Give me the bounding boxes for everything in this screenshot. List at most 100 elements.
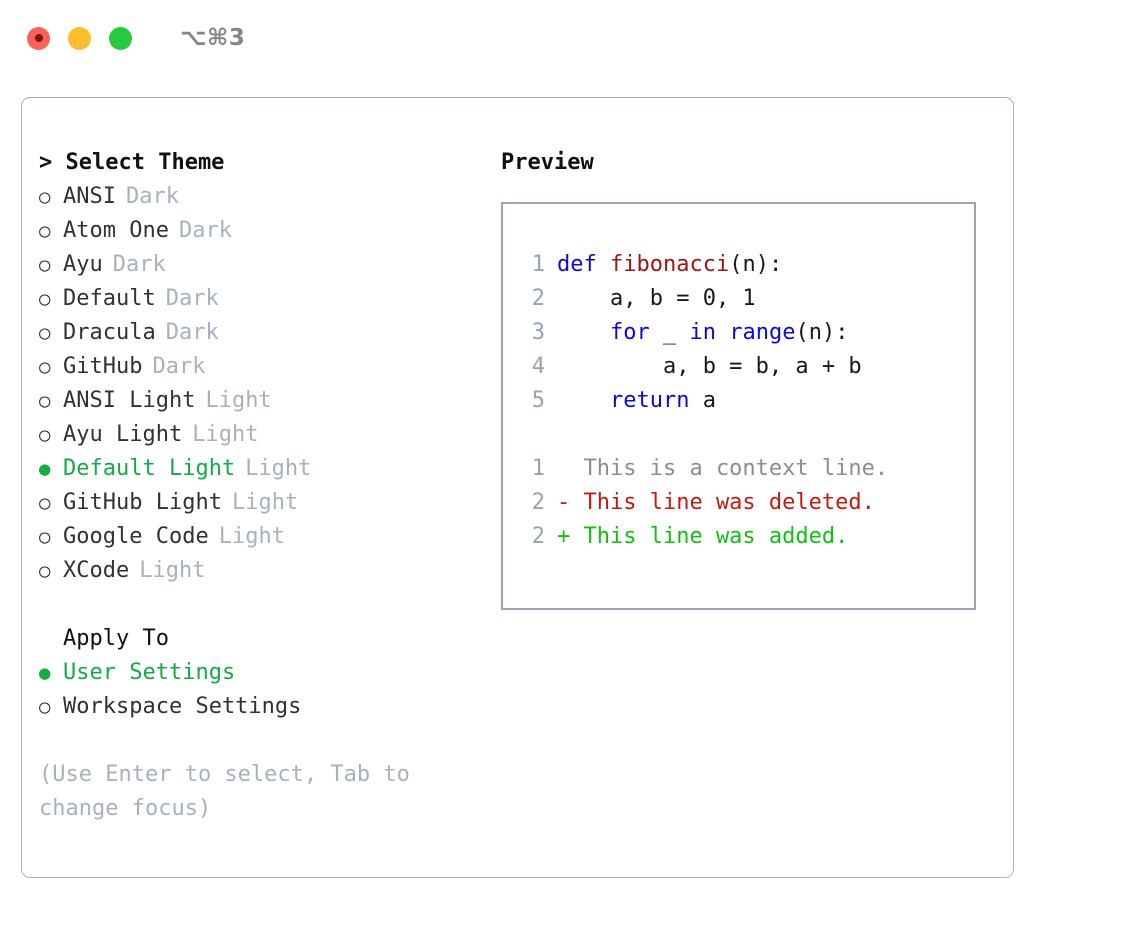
diff-line-number: 2	[531, 490, 545, 515]
radio-unselected-icon[interactable]: ○	[39, 424, 51, 446]
code-line: 5 return a	[517, 384, 966, 418]
zoom-button-icon[interactable]	[109, 26, 132, 50]
diff-line-text-context: This is a context line.	[557, 456, 889, 481]
diff-sample: 1 This is a context line. 2 - This line wa…	[517, 452, 966, 554]
close-inner-dot	[34, 34, 43, 42]
theme-category-label: Light	[245, 456, 312, 481]
theme-name-label: Default Light	[63, 456, 236, 481]
radio-unselected-icon[interactable]: ○	[39, 322, 51, 344]
code-token-plain	[557, 320, 610, 345]
window-controls	[27, 26, 132, 50]
code-line-text: for _ in range(n):	[557, 316, 848, 350]
theme-category-label: Light	[192, 422, 259, 447]
theme-category-label: Dark	[112, 252, 166, 277]
radio-unselected-icon[interactable]: ○	[39, 492, 51, 514]
code-token-plain	[716, 320, 729, 345]
code-line-number: 4	[531, 354, 545, 379]
theme-list-item[interactable]: ○ Ayu Dark	[39, 248, 489, 282]
theme-category-label: Light	[205, 388, 272, 413]
code-token-kw: range	[729, 320, 796, 345]
code-line: 3 for _ in range(n):	[517, 316, 966, 350]
diff-line: 2 - This line was deleted.	[517, 486, 966, 520]
theme-name-label: Ayu Light	[63, 422, 183, 447]
radio-unselected-icon[interactable]: ○	[39, 560, 51, 582]
theme-category-label: Light	[139, 558, 206, 583]
diff-line-number: 2	[531, 524, 545, 549]
select-theme-header: > Select Theme	[39, 150, 225, 175]
theme-name-label: XCode	[63, 558, 130, 583]
apply-to-item[interactable]: ○ Workspace Settings	[39, 690, 489, 724]
code-token-plain	[557, 388, 610, 413]
code-line-text: return a	[557, 384, 716, 418]
radio-unselected-icon[interactable]: ○	[39, 526, 51, 548]
code-token-plain: a, b = 0, 1	[557, 286, 756, 311]
code-token-plain: (n):	[729, 252, 783, 277]
diff-line-text-add: + This line was added.	[557, 524, 849, 549]
close-button-icon[interactable]	[27, 26, 50, 50]
theme-category-label: Light	[231, 490, 299, 515]
code-line-number: 2	[531, 286, 545, 311]
code-token-fn: fibonacci	[609, 252, 730, 277]
theme-list-item[interactable]: ○ ANSI Light Light	[39, 384, 489, 418]
code-line-text: a, b = 0, 1	[557, 282, 756, 316]
radio-unselected-icon[interactable]: ○	[39, 696, 51, 718]
keyboard-hint-text: (Use Enter to select, Tab to change focu…	[39, 762, 424, 821]
code-line: 4 a, b = b, a + b	[517, 350, 966, 384]
apply-to-list[interactable]: ● User Settings ○ Workspace Settings	[39, 656, 489, 724]
radio-unselected-icon[interactable]: ○	[39, 254, 51, 276]
theme-list-item[interactable]: ○ Ayu Light Light	[39, 418, 489, 452]
theme-name-label: ANSI	[63, 184, 116, 209]
theme-name-label: Ayu	[63, 252, 103, 277]
code-line-text: def fibonacci(n):	[557, 248, 782, 282]
apply-to-item[interactable]: ● User Settings	[39, 656, 489, 690]
radio-unselected-icon[interactable]: ○	[39, 220, 51, 242]
theme-name-label: ANSI Light	[63, 388, 196, 413]
apply-to-label: User Settings	[63, 660, 236, 685]
theme-name-label: GitHub Light	[63, 490, 222, 515]
theme-list-item[interactable]: ○ Dracula Dark	[39, 316, 489, 350]
radio-selected-icon[interactable]: ●	[39, 458, 51, 480]
code-token-kw: def	[557, 252, 610, 277]
diff-line-text-del: - This line was deleted.	[557, 490, 875, 515]
section-spacer	[39, 588, 489, 622]
radio-selected-icon[interactable]: ●	[39, 662, 51, 684]
code-token-kw: for	[609, 320, 650, 345]
theme-list-item[interactable]: ○ ANSI Dark	[39, 180, 489, 214]
theme-list-item[interactable]: ○ XCode Light	[39, 554, 489, 588]
theme-category-label: Dark	[152, 354, 206, 379]
code-line-number: 3	[531, 320, 545, 345]
apply-to-label: Workspace Settings	[63, 694, 302, 719]
radio-unselected-icon[interactable]: ○	[39, 356, 51, 378]
theme-category-label: Light	[218, 524, 285, 549]
radio-unselected-icon[interactable]: ○	[39, 186, 51, 208]
radio-unselected-icon[interactable]: ○	[39, 288, 51, 310]
theme-name-label: Dracula	[63, 320, 156, 345]
code-token-plain: (n):	[795, 320, 849, 345]
theme-list-item[interactable]: ● Default Light Light	[39, 452, 489, 486]
theme-category-label: Dark	[125, 184, 179, 209]
code-line-number: 1	[531, 252, 545, 277]
theme-category-label: Dark	[165, 286, 219, 311]
diff-line-number: 1	[531, 456, 545, 481]
radio-unselected-icon[interactable]: ○	[39, 390, 51, 412]
apply-to-header: Apply To	[63, 626, 169, 651]
theme-category-label: Dark	[165, 320, 219, 345]
code-line-number: 5	[531, 388, 545, 413]
code-diff-spacer	[517, 418, 966, 452]
title-bar: ⌥⌘3	[0, 0, 1140, 76]
minimize-button-icon[interactable]	[68, 26, 91, 50]
diff-line: 2 + This line was added.	[517, 520, 966, 554]
code-line: 1 def fibonacci(n):	[517, 248, 966, 282]
code-token-kw: return	[609, 388, 690, 413]
code-token-plain: _	[649, 320, 690, 345]
theme-list-item[interactable]: ○ GitHub Light Light	[39, 486, 489, 520]
